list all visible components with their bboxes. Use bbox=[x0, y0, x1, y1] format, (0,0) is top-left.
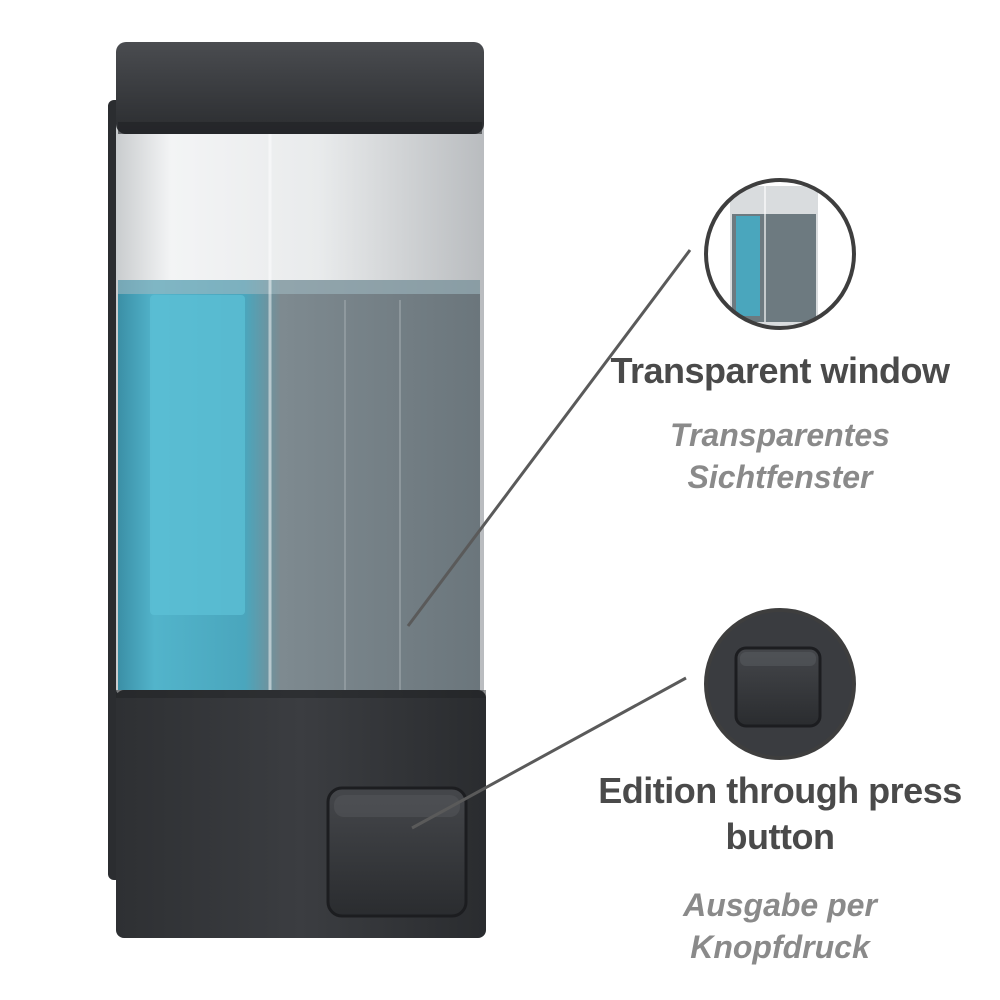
feature-subtitle-line: Transparentes bbox=[670, 417, 890, 453]
feature-title-line: button bbox=[725, 816, 835, 857]
feature-title-press-button: Edition through press button bbox=[570, 768, 990, 860]
dispenser-lid bbox=[116, 42, 484, 134]
feature-title-line: Edition through press bbox=[598, 770, 962, 811]
press-button-detail-icon bbox=[704, 608, 856, 760]
feature-subtitle-line: Ausgabe per bbox=[683, 887, 877, 923]
feature-subtitle-line: Knopfdruck bbox=[690, 929, 870, 965]
callout-line-window bbox=[406, 249, 692, 627]
transparent-window-detail-icon bbox=[704, 178, 856, 330]
liquid-highlight bbox=[150, 295, 245, 615]
feature-subtitle-line: Sichtfenster bbox=[687, 459, 873, 495]
feature-subtitle-transparent-window: Transparentes Sichtfenster bbox=[600, 414, 960, 498]
press-button-highlight bbox=[334, 795, 460, 817]
callout-line-button bbox=[411, 676, 687, 830]
feature-title-transparent-window: Transparent window bbox=[600, 348, 960, 394]
base-edge bbox=[116, 690, 486, 698]
lid-shadow bbox=[118, 122, 482, 134]
press-button bbox=[326, 786, 468, 918]
feature-title-line: Transparent window bbox=[610, 350, 950, 391]
liquid-surface bbox=[118, 280, 480, 294]
soap-dispenser bbox=[108, 42, 486, 938]
feature-subtitle-press-button: Ausgabe per Knopfdruck bbox=[570, 884, 990, 968]
